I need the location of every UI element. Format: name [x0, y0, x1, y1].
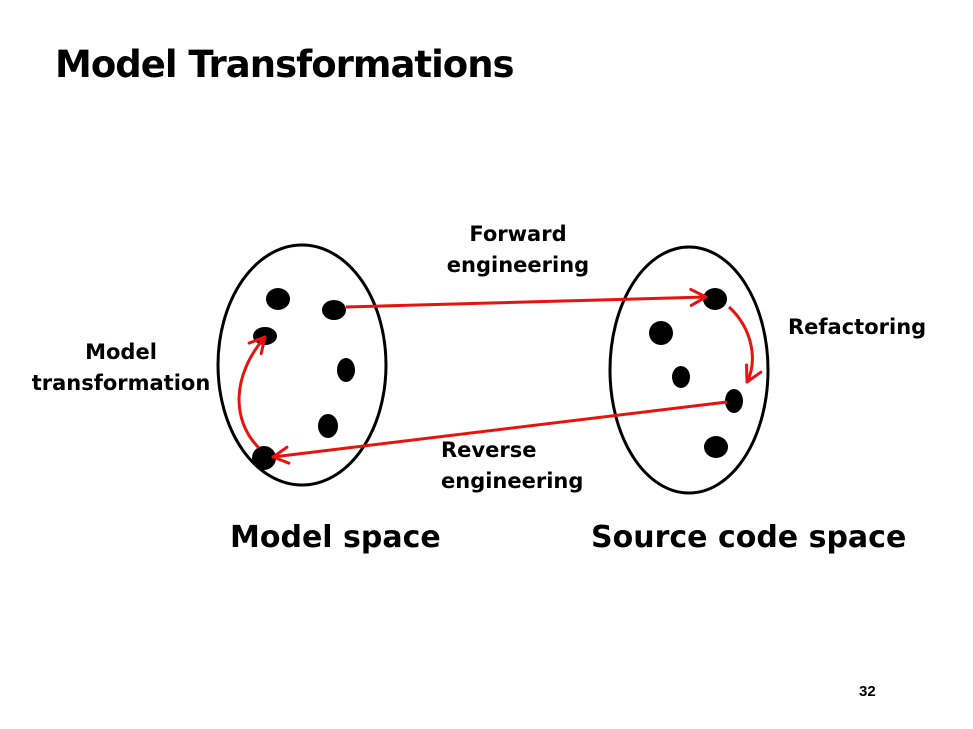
reverse-engineering-label: Reverse engineering: [441, 438, 584, 493]
model-node: [253, 327, 277, 345]
reverse-engineering-arrow: [271, 400, 728, 465]
forward-engineering-label: Forward engineering: [446, 222, 590, 277]
model-node: [252, 446, 276, 470]
model-transformation-arrow: [237, 335, 267, 450]
code-node: [703, 288, 727, 310]
refactoring-arrow: [727, 305, 763, 384]
model-space-ellipse: [216, 243, 388, 487]
source-code-space-ellipse: [608, 245, 770, 495]
model-transformation-label: Model transformation: [31, 340, 211, 395]
forward-engineering-arrow: [345, 287, 708, 309]
model-space-label: Model space: [230, 520, 441, 555]
slide-title: Model Transformations: [55, 43, 515, 86]
model-node: [266, 288, 290, 310]
page-number: 32: [859, 683, 876, 700]
code-node: [649, 321, 673, 345]
model-node: [318, 414, 338, 438]
model-node: [337, 358, 355, 382]
code-node: [704, 436, 728, 458]
code-node: [725, 389, 743, 413]
refactoring-label: Refactoring: [788, 315, 927, 339]
source-code-space-label: Source code space: [591, 520, 907, 555]
model-node: [322, 300, 346, 320]
code-node: [672, 366, 690, 388]
